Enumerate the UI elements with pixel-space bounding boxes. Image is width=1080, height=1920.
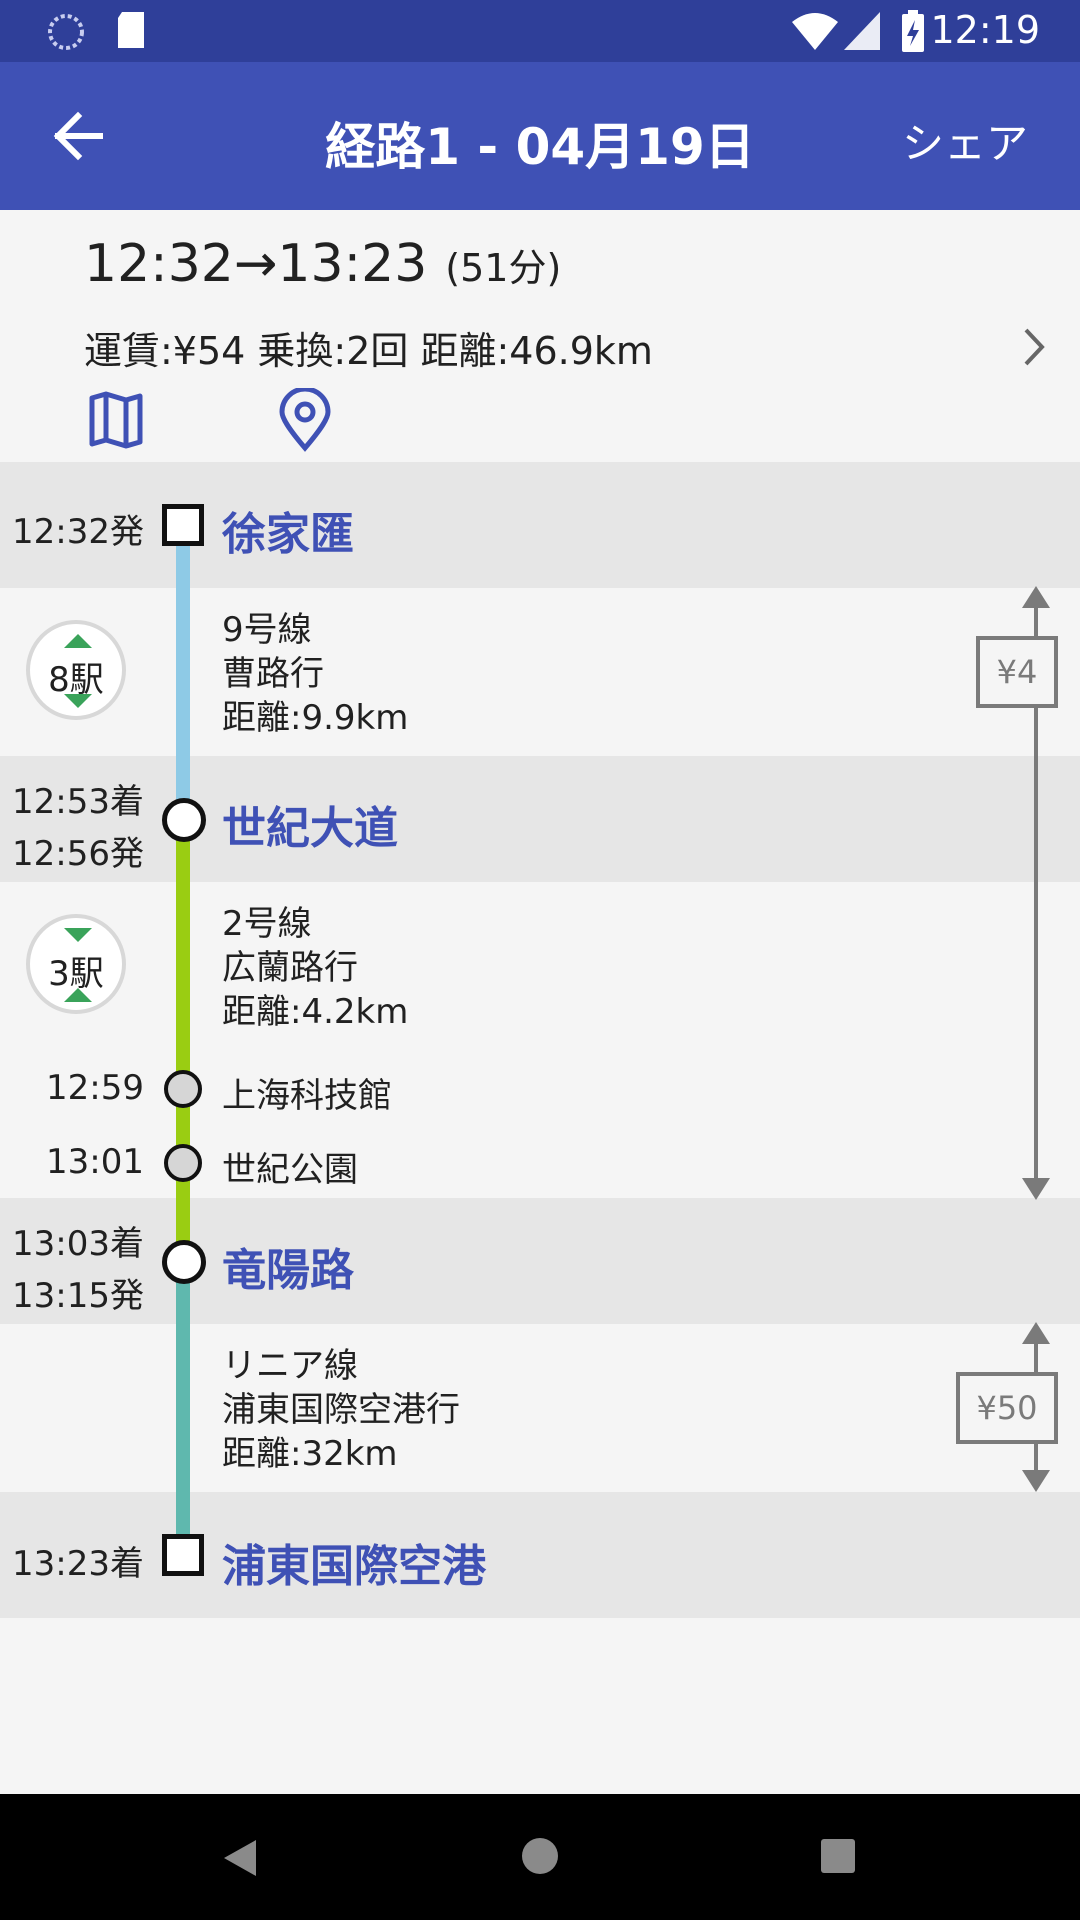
total-duration: (51分) <box>445 246 562 290</box>
station-name[interactable]: 世紀大道 <box>222 803 398 854</box>
line-segment-9 <box>176 546 190 818</box>
station-name[interactable]: 竜陽路 <box>222 1245 354 1296</box>
station-marker-square <box>162 504 204 546</box>
leg-info: リニア線 浦東国際空港行 距離:32km <box>222 1344 460 1476</box>
direction: 浦東国際空港行 <box>222 1390 460 1430</box>
station-name[interactable]: 浦東国際空港 <box>222 1541 486 1592</box>
app-bar: 経路1 - 04月19日 シェア <box>0 62 1080 210</box>
location-pin-icon[interactable] <box>278 388 332 452</box>
leg-row[interactable] <box>0 588 1080 756</box>
direction: 広蘭路行 <box>222 948 358 988</box>
arrow-up-icon <box>64 634 92 648</box>
back-arrow-icon[interactable] <box>48 106 108 166</box>
departure-time: 12:32発 <box>12 512 144 552</box>
direction: 曹路行 <box>222 654 324 694</box>
arrival-time: 12:53着 <box>12 782 144 822</box>
leg-distance: 距離:32km <box>222 1434 398 1474</box>
nav-recents-icon[interactable] <box>820 1838 856 1874</box>
leg-distance: 距離:9.9km <box>222 698 409 738</box>
arrival-time: 13:03着 <box>12 1224 144 1264</box>
arrow-up-icon <box>64 988 92 1002</box>
line-name: 9号線 <box>222 610 312 650</box>
status-bar: 12:19 <box>0 0 1080 62</box>
route-details: 運賃:¥54 乗換:2回 距離:46.9km <box>84 329 653 373</box>
route-summary[interactable]: 12:32→13:23 (51分) 運賃:¥54 乗換:2回 距離:46.9km <box>0 210 1080 462</box>
stop-name: 世紀公園 <box>222 1150 358 1190</box>
leg-distance: 距離:4.2km <box>222 992 409 1032</box>
stop-name: 上海科技館 <box>222 1076 392 1116</box>
battery-charging-icon <box>902 10 924 52</box>
station-marker-circle <box>162 1240 206 1284</box>
station-marker-circle <box>162 798 206 842</box>
wifi-icon <box>792 13 838 50</box>
departure-time: 13:15発 <box>12 1276 144 1316</box>
line-segment-maglev <box>176 1260 190 1554</box>
station-name[interactable]: 徐家匯 <box>222 509 354 560</box>
sync-icon <box>48 14 84 50</box>
line-segment-2 <box>176 818 190 1260</box>
stop-time: 13:01 <box>46 1142 144 1182</box>
sd-card-icon <box>118 12 144 48</box>
stop-count: 3駅 <box>48 954 104 994</box>
map-icon[interactable] <box>88 390 144 450</box>
nav-home-icon[interactable] <box>520 1836 560 1876</box>
leg-row[interactable] <box>0 1324 1080 1492</box>
line-name: 2号線 <box>222 904 312 944</box>
fare-badge: ¥50 <box>956 1372 1058 1444</box>
arrow-down-icon <box>64 928 92 942</box>
departure-time: 12:56発 <box>12 834 144 874</box>
page-title: 経路1 - 04月19日 <box>325 118 755 176</box>
time-range: 12:32→13:23 (51分) <box>84 234 561 294</box>
stop-marker <box>164 1070 202 1108</box>
stop-count: 8駅 <box>48 660 104 700</box>
stop-marker <box>164 1144 202 1182</box>
nav-back-icon[interactable] <box>222 1838 258 1878</box>
arrival-time: 13:23着 <box>12 1544 144 1584</box>
departure-arrival: 12:32→13:23 <box>84 234 428 294</box>
leg-info: 9号線 曹路行 距離:9.9km <box>222 608 408 740</box>
status-time: 12:19 <box>930 8 1040 52</box>
share-button[interactable]: シェア <box>901 119 1028 168</box>
line-name: リニア線 <box>222 1346 358 1386</box>
arrow-down-icon <box>64 694 92 708</box>
station-marker-square <box>162 1534 204 1576</box>
leg-info: 2号線 広蘭路行 距離:4.2km <box>222 902 408 1034</box>
stop-time: 12:59 <box>46 1068 144 1108</box>
fare-badge: ¥4 <box>976 636 1058 708</box>
stop-count-badge: 8駅 <box>26 620 126 720</box>
navigation-bar <box>0 1794 1080 1920</box>
leg-row[interactable] <box>0 882 1080 1198</box>
chevron-right-icon[interactable] <box>1014 322 1054 372</box>
stop-count-badge: 3駅 <box>26 914 126 1014</box>
signal-icon <box>844 12 880 50</box>
